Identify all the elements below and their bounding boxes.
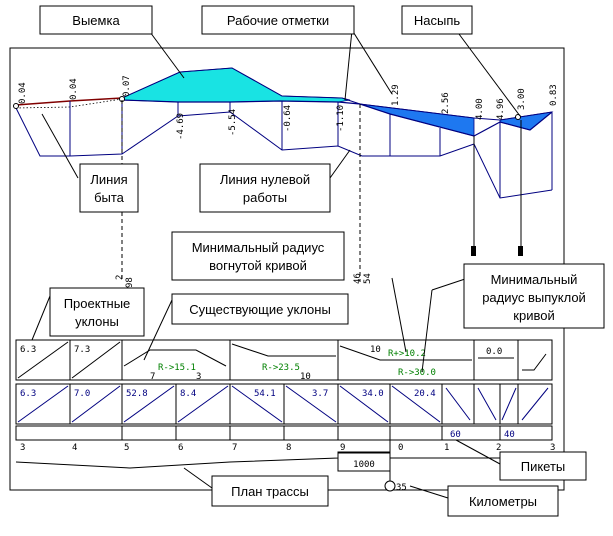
callout-route-plan: План трассы [211,475,329,507]
existing-slope-value: 8.4 [180,389,196,399]
svg-text:Существующие уклоны: Существующие уклоны [189,302,331,317]
picket-number: 0 [398,443,403,453]
curve-length-label: 10 [370,345,381,355]
working-mark: -4.69 [176,113,186,140]
picket-number: 3 [550,443,555,453]
svg-text:Минимальный: Минимальный [491,272,578,287]
zero-work-distance: 54 [363,273,373,284]
svg-text:Минимальный радиус: Минимальный радиус [192,240,325,255]
working-mark: 3.00 [517,88,527,110]
svg-text:уклоны: уклоны [75,314,119,329]
picket-number: 2 [496,443,501,453]
design-slopes-dividers [17,340,547,380]
existing-slope-value: 3.7 [312,389,328,399]
working-mark: -0.64 [283,105,293,132]
picket-number: 4 [72,443,77,453]
svg-text:Километры: Километры [469,494,537,509]
curve-radius-label: R->23.5 [262,363,300,373]
working-mark: -5.54 [228,109,238,136]
picket-number: 1 [444,443,449,453]
picket-number: 8 [286,443,291,453]
existing-slopes-dividers [69,384,519,424]
working-mark: 0.04 [18,82,28,104]
zero-work-distance: 98 [125,277,135,288]
existing-slope-value: 54.1 [254,389,276,399]
callout-zero-line: Линия нулевой работы [199,163,331,213]
svg-text:Рабочие отметки: Рабочие отметки [227,13,329,28]
design-slope-value: 0.0 [486,347,502,357]
route-curve-length: 1000 [353,460,375,470]
working-mark: 1.29 [391,84,401,106]
svg-text:кривой: кривой [513,308,554,323]
curve-length-label: 10 [300,372,311,382]
callout-fill: Насыпь [401,5,473,35]
working-marks: 0.04 0.04 0.07 -4.69 -5.54 -0.64 -1.10 1… [18,75,559,140]
design-slopes-row [15,339,553,381]
ground-line-continued [121,67,553,121]
working-mark: 4.00 [475,98,485,120]
picket-plus: 40 [504,430,515,440]
profile-area: 0.04 0.04 0.07 -4.69 -5.54 -0.64 -1.10 1… [13,67,559,288]
kilometer-value: 35 [396,483,407,493]
curve-length-label: 7 [150,372,155,382]
svg-text:радиус выпуклой: радиус выпуклой [482,290,586,305]
callout-min-radius-convex: Минимальный радиус выпуклой кривой [463,263,605,329]
picket-number: 5 [124,443,129,453]
curve-length-label: 3 [196,372,201,382]
design-slope-value: 6.3 [20,345,36,355]
existing-slope-value: 34.0 [362,389,384,399]
callout-working-marks: Рабочие отметки [201,5,355,35]
picket-number: 7 [232,443,237,453]
callout-kilometers: Километры [447,485,559,517]
svg-text:вогнутой кривой: вогнутой кривой [209,258,307,273]
svg-text:работы: работы [243,190,287,205]
svg-text:Линия: Линия [90,172,127,187]
zero-work-distance: 2 [115,275,125,280]
picket-dividers [121,426,501,440]
convex-curve-marker [471,246,476,256]
callout-existing-slopes: Существующие уклоны [171,293,349,325]
picket-number: 3 [20,443,25,453]
profile-point-marker [13,103,19,109]
profile-table: 6.3 7.3 0.0 R->15.1 7 3 R->23.5 10 10 R+… [15,339,555,493]
svg-text:Выемка: Выемка [72,13,120,28]
curve-radius-label: R->30.0 [398,368,436,378]
design-slope-value: 7.3 [74,345,90,355]
working-mark: 0.83 [549,84,559,106]
ground-dotted-line [15,98,123,109]
callout-min-radius-concave: Минимальный радиус вогнутой кривой [171,231,345,281]
zero-work-distance: 46 [353,273,363,284]
convex-curve-marker [518,246,523,256]
existing-slope-value: 52.8 [126,389,148,399]
curve-radius-label: R->15.1 [158,363,196,373]
curve-radius-label: R+>10.2 [388,349,426,359]
existing-slope-value: 7.0 [74,389,90,399]
svg-text:быта: быта [94,190,125,205]
svg-text:Пикеты: Пикеты [521,459,566,474]
svg-text:План трассы: План трассы [231,484,309,499]
callout-cut: Выемка [39,5,153,35]
working-mark: -1.10 [336,105,346,132]
kilometer-marker [384,480,396,492]
existing-slope-value: 6.3 [20,389,36,399]
existing-slope-value: 20.4 [414,389,436,399]
existing-slope-diagonals [17,385,549,423]
working-mark: 2.56 [441,92,451,114]
callout-ground-line: Линия быта [79,163,139,213]
svg-text:Насыпь: Насыпь [414,13,461,28]
working-mark: 4.96 [496,98,506,120]
working-mark: 0.07 [122,75,132,97]
svg-text:Линия нулевой: Линия нулевой [220,172,310,187]
callout-pickets: Пикеты [499,451,587,481]
picket-plus: 60 [450,430,461,440]
working-mark: 0.04 [69,78,79,100]
svg-text:Проектные: Проектные [64,296,131,311]
picket-number: 6 [178,443,183,453]
picket-number: 9 [340,443,345,453]
profile-datum-line [15,107,553,199]
callout-design-slopes: Проектные уклоны [49,287,145,337]
